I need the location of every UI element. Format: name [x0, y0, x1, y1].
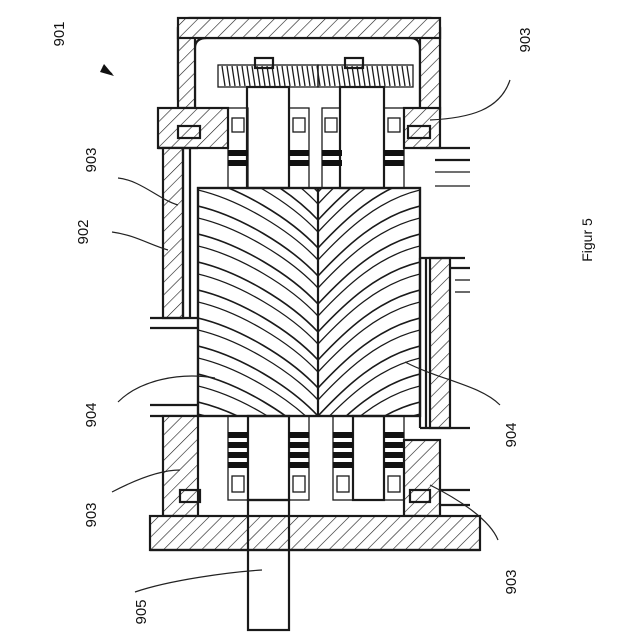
- rotor: [198, 0, 420, 596]
- right-housing-wall: [420, 258, 470, 428]
- label-905: 905: [133, 599, 150, 624]
- drive-gears: [218, 58, 413, 87]
- label-903-top-right: 903: [517, 27, 534, 52]
- upper-bearings: [228, 108, 404, 188]
- label-904-left: 904: [83, 402, 100, 427]
- upper-frame: [158, 108, 470, 186]
- label-901: 901: [51, 21, 68, 46]
- upper-shafts: [247, 87, 384, 188]
- left-housing-wall: [150, 148, 198, 328]
- lower-bearings: [228, 416, 404, 500]
- label-902: 902: [75, 219, 92, 244]
- label-903-bottom-left: 903: [83, 502, 100, 527]
- label-903-bottom-right: 903: [503, 569, 520, 594]
- label-904-right: 904: [503, 422, 520, 447]
- figure-title: Figur 5: [579, 218, 595, 262]
- gear-housing: [178, 18, 440, 116]
- label-903-top-left: 903: [83, 147, 100, 172]
